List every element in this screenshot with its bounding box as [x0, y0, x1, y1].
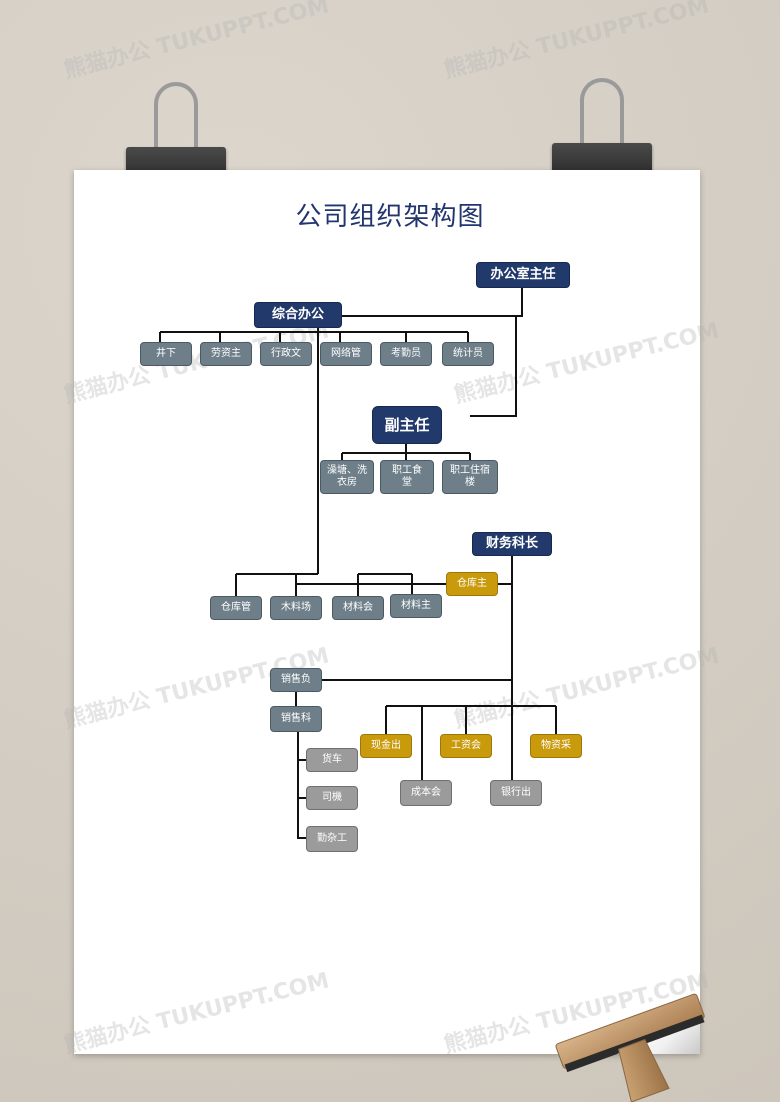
node-kaoqinyuan: 考勤员: [380, 342, 432, 366]
line-general-drops: [159, 332, 469, 342]
node-chengbenhui: 成本会: [400, 780, 452, 806]
node-canteen: 职工食堂: [380, 460, 434, 494]
paper-sheet: [74, 170, 700, 1054]
node-yinhangchu: 银行出: [490, 780, 542, 806]
node-wangluoguan: 网络管: [320, 342, 372, 366]
node-dorm-label: 职工住宿楼: [450, 464, 490, 489]
node-xingzhengwen: 行政文: [260, 342, 312, 366]
node-tongjiyuan: 统计员: [442, 342, 494, 366]
node-xiaoshoufu: 销售负: [270, 668, 322, 692]
node-cailiaozhu: 材料主: [390, 594, 442, 618]
node-laozi: 劳资主: [200, 342, 252, 366]
node-mulaochang: 木料场: [270, 596, 322, 620]
line-material-group: [357, 573, 413, 596]
node-general-office: 综合办公: [254, 302, 342, 328]
wooden-stamp-icon: [555, 993, 705, 1102]
node-dorm: 职工住宿楼: [442, 460, 498, 494]
line-director-deputy: [470, 316, 517, 417]
node-office-director: 办公室主任: [476, 262, 570, 288]
node-bathhouse-label: 澡塘、洗衣房: [327, 464, 367, 489]
line-warehouse-left: [235, 573, 318, 596]
node-wuzicai: 物资采: [530, 734, 582, 758]
node-xiaoshouke: 销售科: [270, 706, 322, 732]
line-deputy-children: [341, 444, 471, 460]
line-finance-drops-top: [385, 706, 557, 734]
node-qinzagong: 勤杂工: [306, 826, 358, 852]
node-deputy-director: 副主任: [372, 406, 442, 444]
node-bathhouse: 澡塘、洗衣房: [320, 460, 374, 494]
line-finance-drops-low: [421, 706, 513, 780]
page-title: 公司组织架构图: [295, 202, 485, 232]
node-cangkuguan: 仓库管: [210, 596, 262, 620]
node-cangkuzhu: 仓库主: [446, 572, 498, 596]
node-silu: 司機: [306, 786, 358, 810]
node-cailiaohui: 材料会: [332, 596, 384, 620]
node-jingxia: 井下: [140, 342, 192, 366]
line-director-general: [342, 288, 523, 317]
line-sales-children: [297, 732, 306, 839]
node-canteen-label: 职工食堂: [392, 464, 422, 489]
node-gongzihui: 工资会: [440, 734, 492, 758]
node-finance-head: 财务科长: [472, 532, 552, 556]
node-huoche: 货车: [306, 748, 358, 772]
node-xianjinchu: 现金出: [360, 734, 412, 758]
